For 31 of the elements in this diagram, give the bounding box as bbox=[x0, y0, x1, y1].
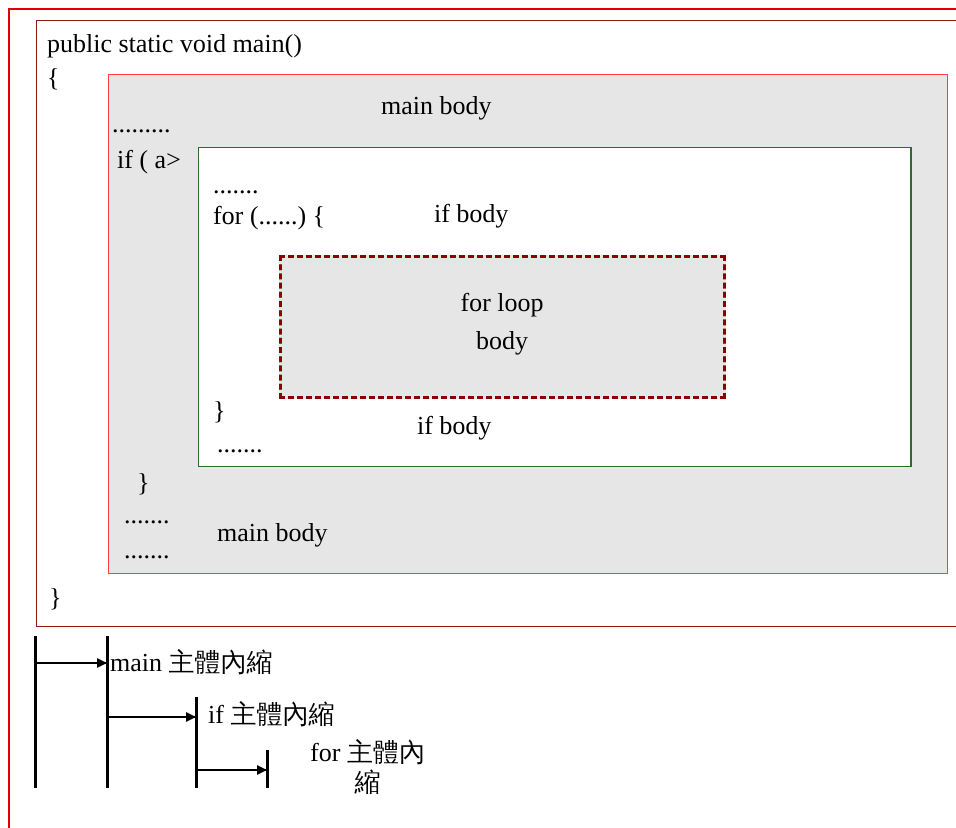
indent-label: for 主體內縮 bbox=[309, 738, 426, 798]
code-line: ....... bbox=[124, 500, 170, 530]
main-body-region bbox=[108, 74, 948, 574]
if-body-region bbox=[198, 147, 912, 467]
code-line: for (......) { bbox=[213, 201, 326, 231]
code-line: { bbox=[47, 63, 60, 93]
region-label: if body bbox=[417, 411, 492, 441]
indent-bar bbox=[195, 697, 198, 788]
code-line: public static void main() bbox=[47, 29, 302, 59]
arrow bbox=[198, 765, 267, 775]
code-line: ....... bbox=[124, 535, 170, 565]
arrow bbox=[109, 712, 196, 722]
region-label: if body bbox=[434, 199, 508, 229]
code-line: } bbox=[213, 396, 226, 426]
code-line: } bbox=[49, 583, 62, 613]
indent-bar bbox=[34, 636, 37, 788]
indent-label: if 主體內縮 bbox=[208, 700, 334, 730]
code-line: ......... bbox=[112, 109, 170, 139]
code-line: ....... bbox=[217, 429, 262, 459]
code-line: ....... bbox=[213, 170, 258, 200]
region-label: main body bbox=[381, 91, 492, 121]
code-frame bbox=[36, 20, 956, 627]
indent-bar bbox=[266, 750, 269, 788]
indent-label: main 主體內縮 bbox=[110, 648, 272, 678]
indent-bar bbox=[106, 636, 109, 788]
arrow bbox=[37, 658, 107, 668]
code-line: if ( a> bbox=[117, 145, 181, 175]
region-label: for loop body bbox=[459, 287, 545, 357]
code-line: } bbox=[137, 468, 150, 498]
region-label: main body bbox=[217, 518, 328, 548]
for-body-region bbox=[279, 255, 726, 399]
